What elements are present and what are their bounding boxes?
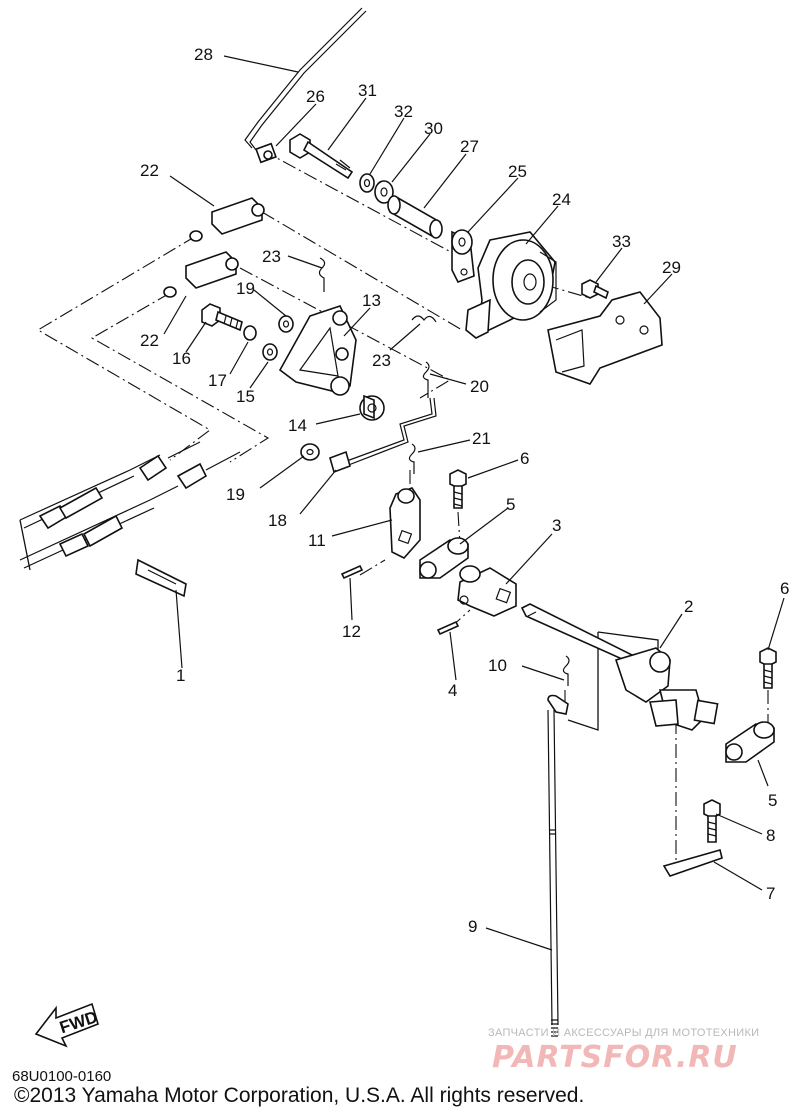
washer-part-15 [262,343,278,361]
bolt-part-6-upper [449,469,467,509]
clip-part-26 [255,142,277,164]
part-label-6-right: 6 [780,579,789,598]
clip-part-23-upper [318,257,326,292]
clip-part-20 [422,361,430,398]
clip-part-21 [408,443,416,474]
part-label-16: 16 [172,349,191,368]
watermark-logo: PARTSFOR.RU [492,1040,738,1075]
part-label-9: 9 [468,917,477,936]
part-label-8: 8 [766,826,775,845]
bolt-part-16 [201,303,243,332]
washer-part-30 [374,180,394,204]
part-label-11: 11 [308,531,326,550]
part-label-19-lower: 19 [226,485,245,504]
part-label-28: 28 [194,45,213,64]
part-label-32: 32 [394,102,413,121]
part-label-10: 10 [488,656,507,675]
part-label-12: 12 [342,622,361,641]
collar-part-25 [451,229,475,284]
drawing-code: 68U0100-0160 [12,1068,112,1085]
rod-part-28 [244,7,367,151]
part-label-22-lower: 22 [140,331,159,350]
lever-part-13 [278,305,357,396]
throttle-cables [19,441,241,569]
part-label-17: 17 [208,371,227,390]
part-label-18: 18 [268,511,287,530]
rod-part-9 [547,694,569,1037]
clamp-part-5-upper [419,537,469,579]
part-label-24: 24 [552,190,571,209]
pin-part-12 [340,564,364,580]
part-label-20: 20 [470,377,489,396]
part-label-21: 21 [472,429,491,448]
link-rod [343,397,437,467]
clip-part-10 [562,655,570,686]
part-label-4: 4 [448,681,457,700]
plate-part-7 [662,849,723,877]
cam-part-24 [465,231,557,339]
part-label-14: 14 [288,416,307,435]
bolt-part-6-right [759,647,777,689]
shaft-part-2 [520,603,719,731]
part-label-19-upper: 19 [236,279,255,298]
pin-part-4 [436,620,460,636]
clamp-part-5-right [725,721,775,763]
bolt-part-8 [703,799,721,843]
part-label-29: 29 [662,258,681,277]
part-labels: 28 26 31 32 30 27 25 24 22 33 23 29 19 1… [140,45,789,936]
lever-part-3 [457,565,517,617]
lever-part-11 [389,487,421,559]
part-label-27: 27 [460,137,479,156]
bracket-lines [19,519,659,731]
part-label-22-upper: 22 [140,161,159,180]
washer-part-19-lower [300,443,320,461]
bracket-part-29 [547,291,663,385]
part-label-23-upper: 23 [262,247,281,266]
bolt-part-31 [289,133,354,180]
washer-part-32 [359,173,375,193]
copyright-notice: ©2013 Yamaha Motor Corporation, U.S.A. A… [14,1084,585,1107]
sleeve-part-27 [387,195,443,239]
part-label-15: 15 [236,387,255,406]
watermark-tagline: ЗАПЧАСТИ И АКСЕССУАРЫ ДЛЯ МОТОТЕХНИКИ [488,1027,760,1039]
clip-part-23-lower [411,315,437,323]
part-label-2: 2 [684,597,693,616]
part-label-5-upper: 5 [506,495,515,514]
bushing-part-14 [359,394,385,421]
cable-joint-part-22-upper [189,197,265,242]
fwd-label: FWD [57,1007,100,1037]
washer-part-17 [243,325,257,341]
part-label-25: 25 [508,162,527,181]
link-part-18 [329,450,351,474]
bolt-part-33 [581,279,609,300]
part-label-31: 31 [358,81,377,100]
label-part-1 [135,558,187,598]
part-label-26: 26 [306,87,325,106]
part-label-7: 7 [766,884,775,903]
part-label-5-right: 5 [768,791,777,810]
leader-lines [163,55,785,951]
part-label-3: 3 [552,516,561,535]
part-label-13: 13 [362,291,381,310]
part-label-1: 1 [176,666,185,685]
washer-part-19-upper [278,315,294,333]
part-label-33: 33 [612,232,631,251]
part-label-30: 30 [424,119,443,138]
part-label-23-lower: 23 [372,351,391,370]
part-label-6-upper: 6 [520,449,529,468]
fwd-arrow-icon: FWD [34,1002,100,1048]
cable-joint-part-22-lower [163,251,239,298]
